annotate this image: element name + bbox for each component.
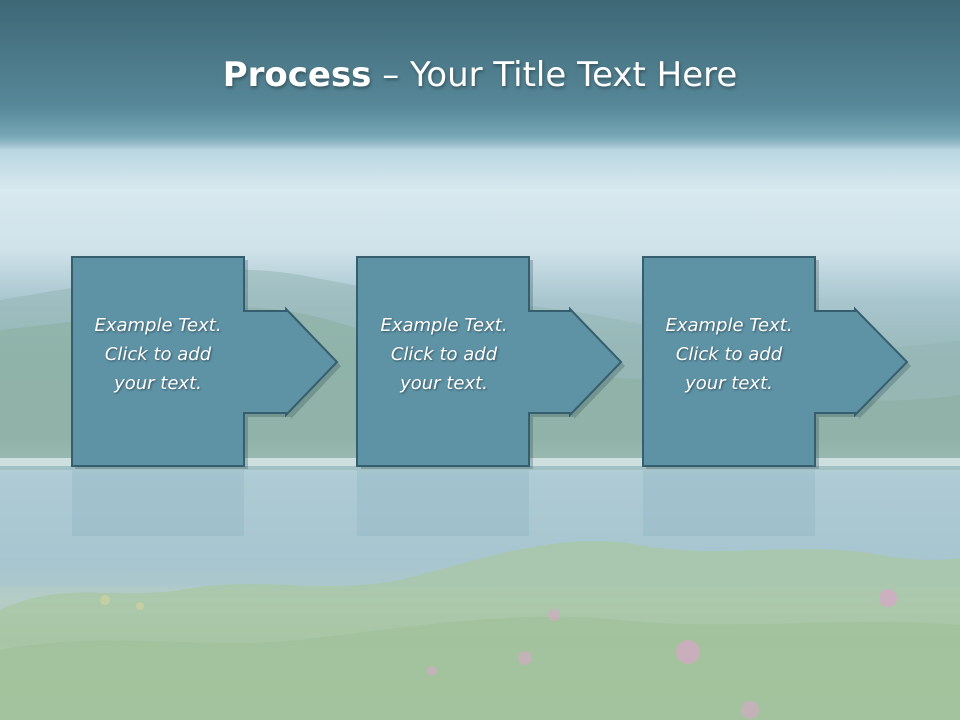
step-2-arrow [356, 256, 623, 467]
process-step-3[interactable] [642, 256, 911, 536]
step-3-arrow [642, 256, 909, 467]
title-rest: – Your Title Text Here [371, 55, 738, 95]
process-step-2[interactable] [356, 256, 625, 536]
step-3-reflection [643, 470, 815, 536]
step-3-text[interactable]: Example Text. Click to add your text. [665, 315, 793, 394]
title-band [0, 0, 960, 150]
step-1-arrow [71, 256, 339, 467]
process-step-1[interactable] [71, 256, 341, 536]
slide-title: Process – Your Title Text Here [0, 50, 960, 100]
title-bold: Process [222, 55, 372, 95]
step-2-text[interactable]: Example Text. Click to add your text. [380, 315, 508, 394]
step-2-reflection [357, 470, 529, 536]
step-1-text[interactable]: Example Text. Click to add your text. [94, 315, 222, 394]
step-1-reflection [72, 470, 244, 536]
